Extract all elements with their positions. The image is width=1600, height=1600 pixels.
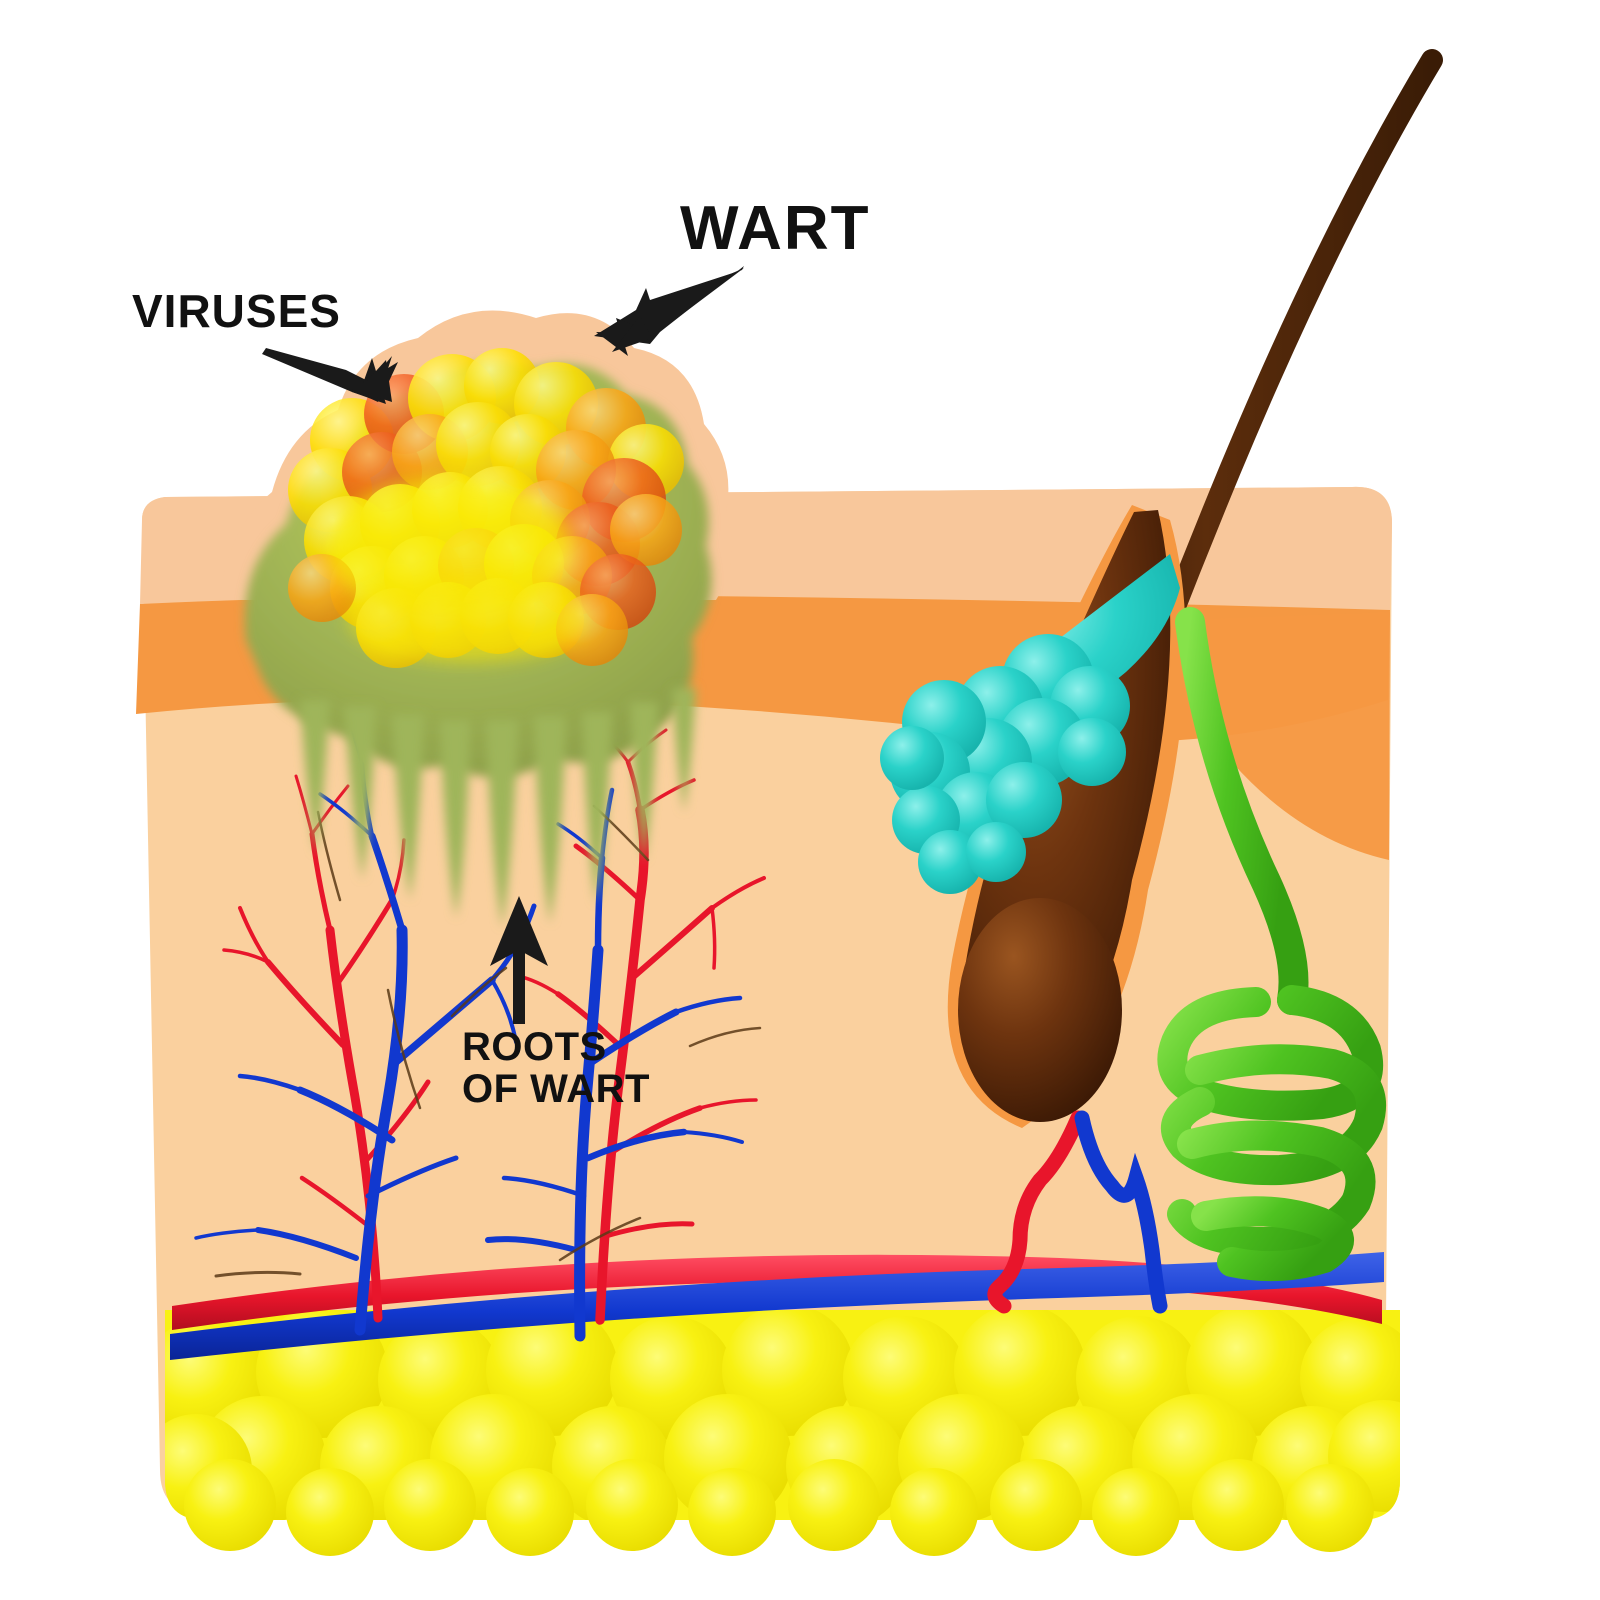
roots-arrow <box>490 896 548 1024</box>
virus-cluster <box>288 348 684 668</box>
sebaceous-gland <box>880 554 1180 894</box>
main-blood-vessels <box>170 1252 1384 1360</box>
wart-root-projections <box>300 688 696 928</box>
viruses-arrow <box>262 348 398 404</box>
fat-bottom-edge <box>184 1459 1374 1556</box>
sweat-gland <box>1157 607 1387 1282</box>
wart-label: WART <box>680 194 871 263</box>
viruses-label: VIRUSES <box>132 285 341 337</box>
annotation-arrows <box>262 266 744 1024</box>
wart-arrow <box>594 266 744 356</box>
follicle-capillaries <box>987 1110 1168 1314</box>
roots-of-wart-label: ROOTS OF WART <box>462 1025 650 1111</box>
wart-capillary-network <box>194 710 766 1342</box>
